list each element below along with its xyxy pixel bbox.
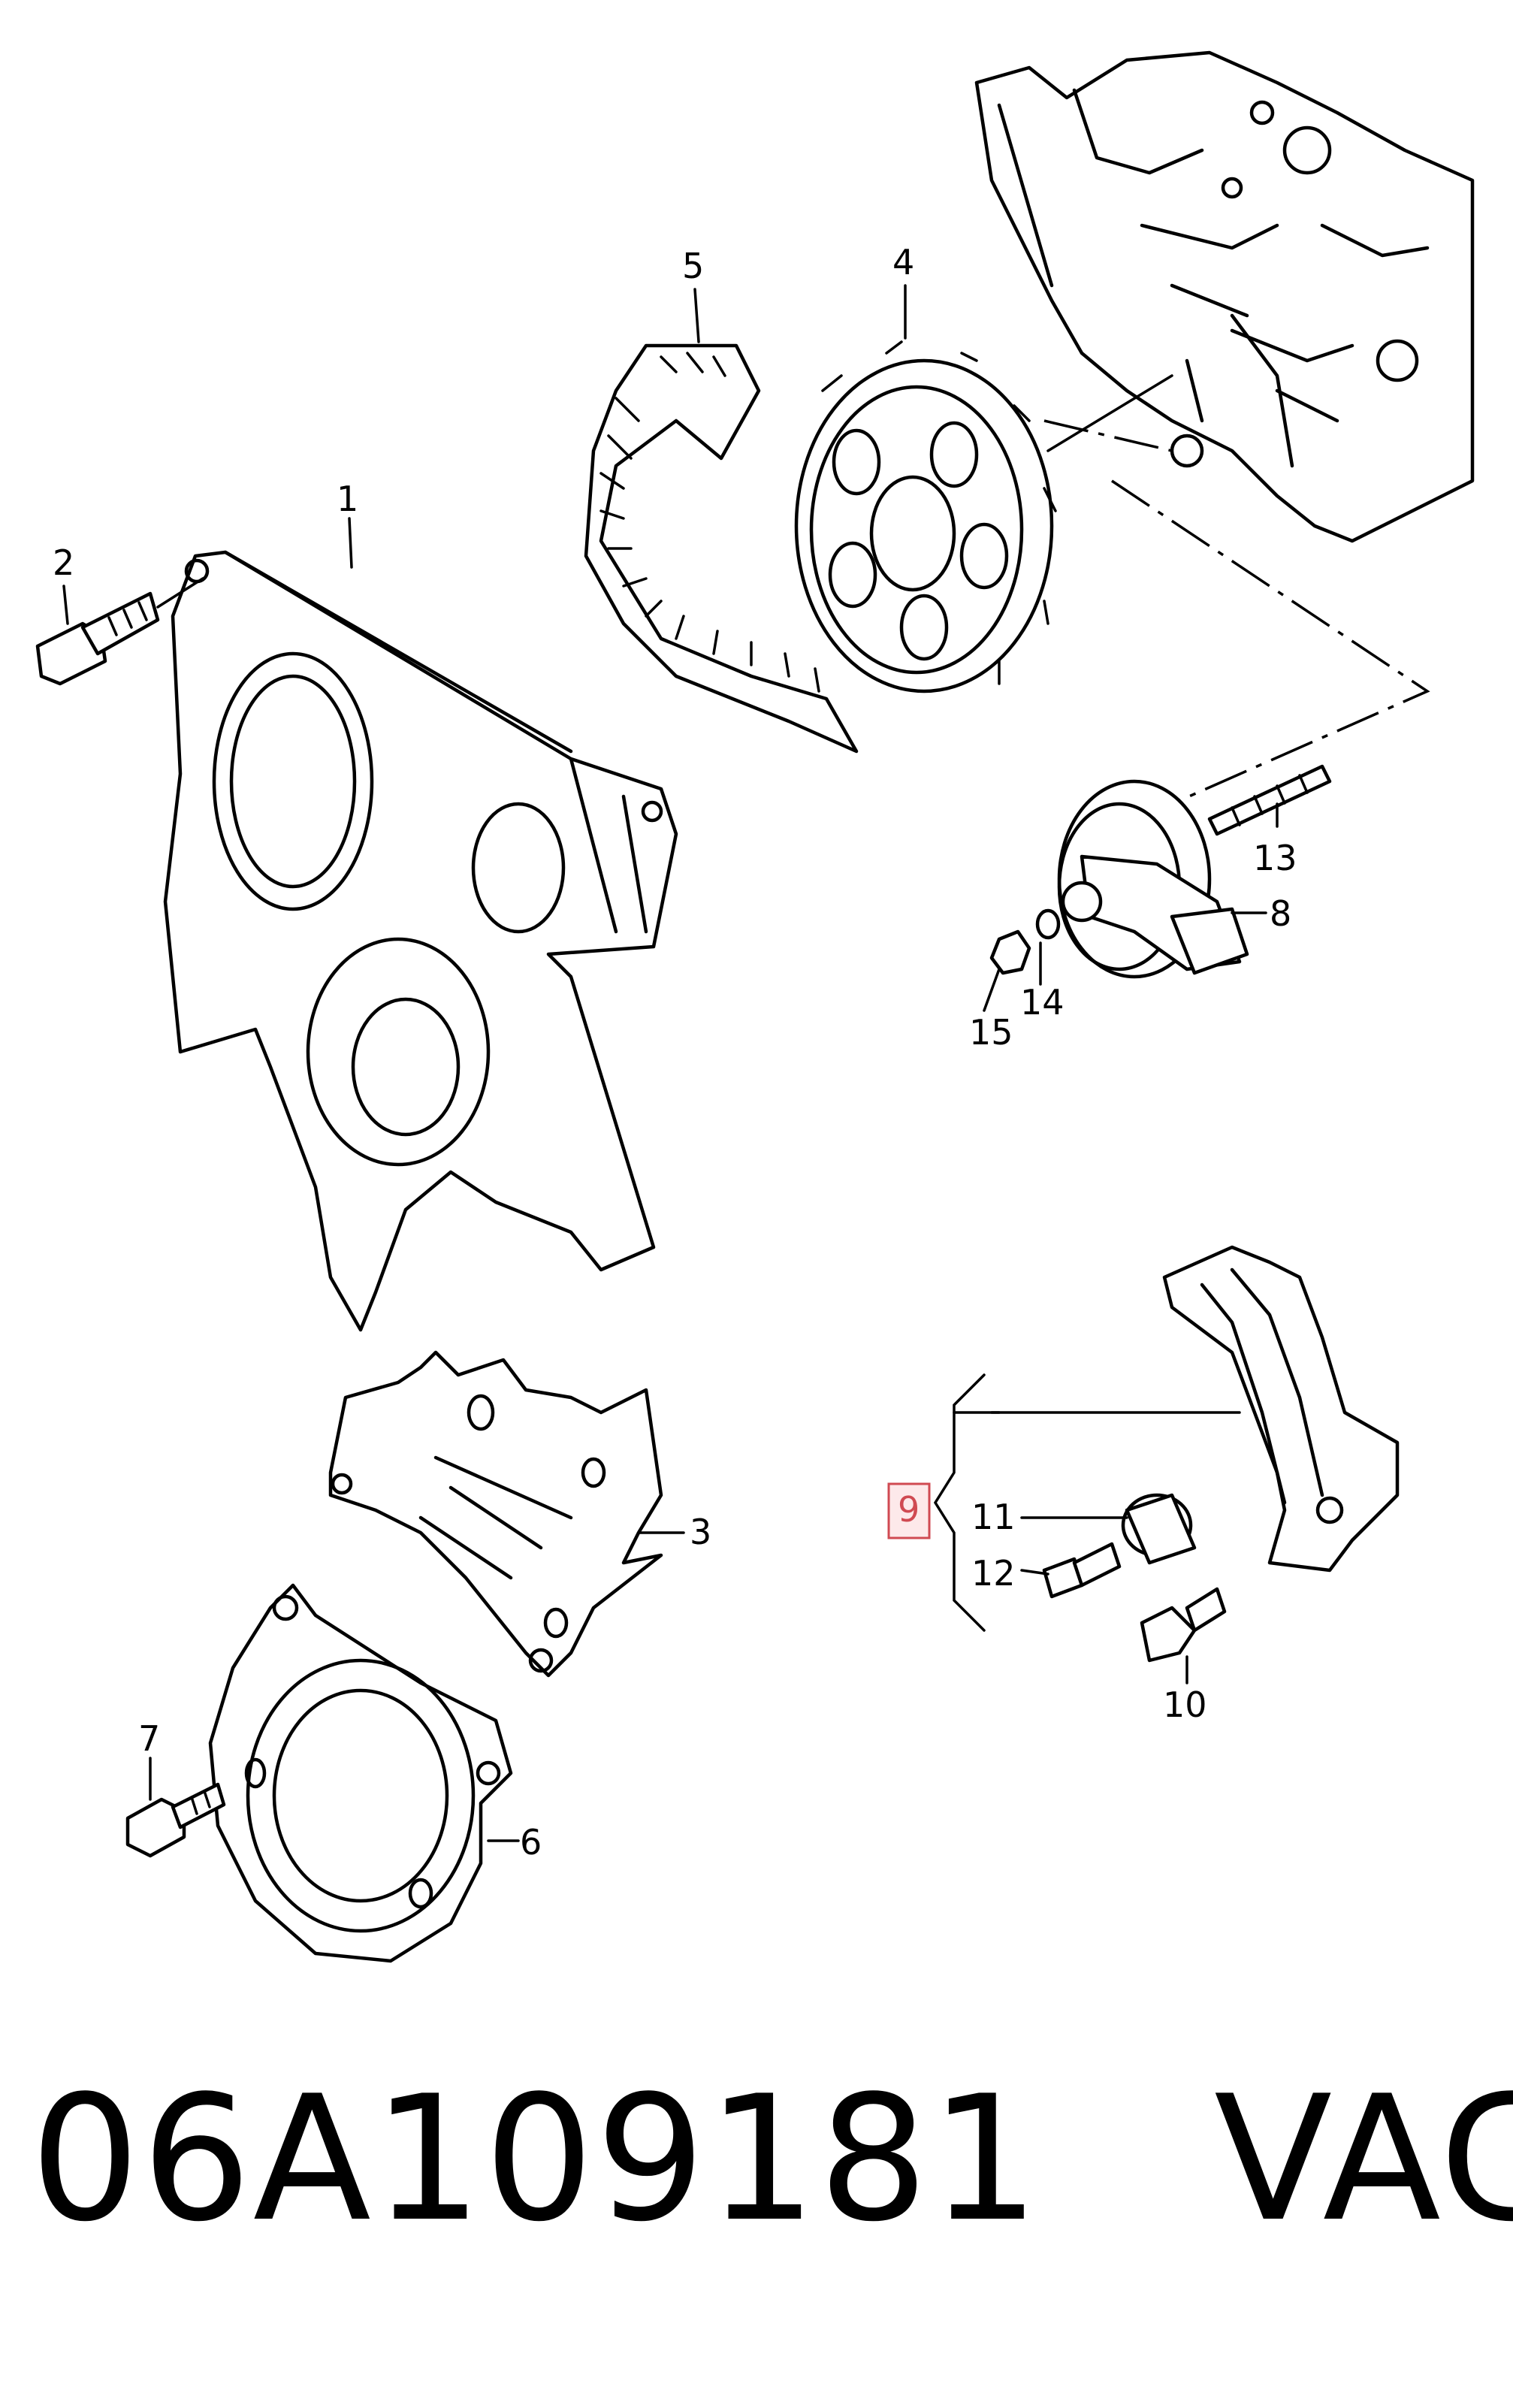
part-5-timing-belt xyxy=(584,343,859,754)
callout-15: 15 xyxy=(969,1012,1013,1053)
callout-14: 14 xyxy=(1020,982,1065,1023)
callout-10: 10 xyxy=(1163,1684,1207,1725)
part-6-lower-cover xyxy=(208,1583,513,1963)
part-number: 06A109181 xyxy=(30,2059,1042,2260)
callout-9: 9 xyxy=(898,1489,920,1530)
part-2-bolt xyxy=(35,577,204,686)
callout-8: 8 xyxy=(1270,893,1291,934)
part-3-middle-cover xyxy=(328,1350,663,1678)
callout-11: 11 xyxy=(971,1497,1016,1537)
callout-12: 12 xyxy=(971,1553,1016,1594)
callout-5: 5 xyxy=(682,246,704,286)
tensioner-group xyxy=(989,764,1332,979)
bracket-group xyxy=(1042,1245,1400,1663)
alignment-line xyxy=(1043,419,1173,452)
callout-7: 7 xyxy=(138,1718,160,1759)
callout-6: 6 xyxy=(520,1822,542,1863)
footer-caption: 06A109181 VAG xyxy=(30,2062,1513,2258)
callout-3: 3 xyxy=(690,1512,711,1552)
callout-9-highlight: 9 xyxy=(887,1482,931,1539)
leader-lines xyxy=(62,284,1279,1842)
engine-block xyxy=(974,50,1475,543)
part-1-upper-cover xyxy=(163,550,678,1332)
callout-13: 13 xyxy=(1253,838,1297,878)
alignment-line-2 xyxy=(1111,479,1430,805)
callout-2: 2 xyxy=(53,542,74,583)
part-7-bolt xyxy=(125,1782,226,1858)
brand-name: VAG xyxy=(1214,2059,1513,2260)
part-4-sprocket xyxy=(794,340,1173,693)
group-brace xyxy=(933,1373,986,1632)
callout-1: 1 xyxy=(337,479,358,519)
callout-4: 4 xyxy=(892,242,914,282)
